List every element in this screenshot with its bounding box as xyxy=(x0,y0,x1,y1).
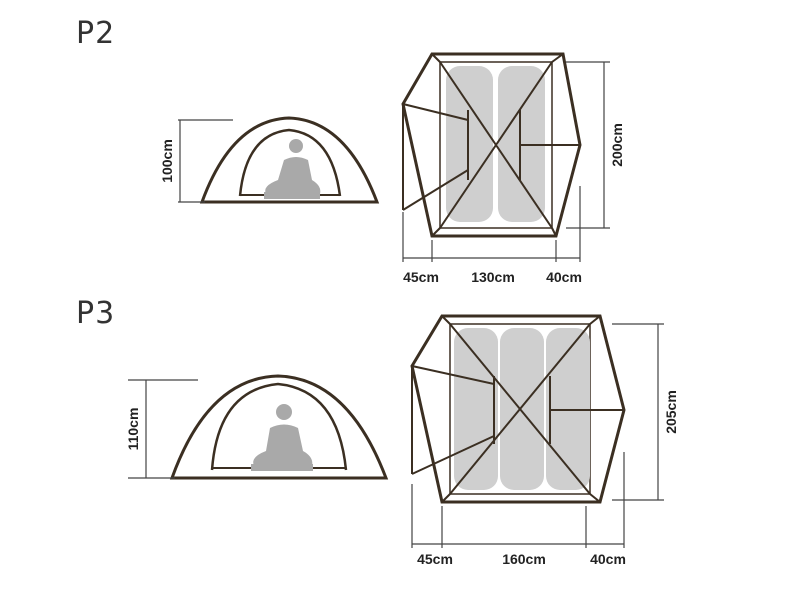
tent-spec-p3: P3 110cm xyxy=(0,296,800,592)
height-label: 100cm xyxy=(159,139,175,183)
vestibule-right-label: 40cm xyxy=(590,551,626,567)
tent-diagram-p2: 100cm 200cm xyxy=(159,52,625,285)
vestibule-left-label: 45cm xyxy=(417,551,453,567)
length-label: 200cm xyxy=(609,123,625,167)
tent-top-view: 200cm 45cm 130cm 40cm xyxy=(401,52,625,285)
sleeping-pad-1 xyxy=(446,66,493,222)
seated-person-icon xyxy=(251,404,313,471)
tent-spec-p2: P2 100cm xyxy=(76,16,625,285)
tent-model-title: P2 xyxy=(76,16,116,51)
sleeping-pad-1 xyxy=(454,328,498,490)
tent-side-view: 100cm xyxy=(159,116,380,204)
tent-diagram-p3: 110cm 205c xyxy=(125,314,679,567)
tent-side-view: 110cm xyxy=(125,374,389,480)
vestibule-right-label: 40cm xyxy=(546,269,582,285)
vestibule-left-label: 45cm xyxy=(403,269,439,285)
sleeping-pad-2 xyxy=(500,328,544,490)
tent-model-title: P3 xyxy=(76,296,116,331)
tent-top-view: 205cm 45cm 160cm 40cm xyxy=(410,314,679,567)
inner-width-label: 160cm xyxy=(502,551,546,567)
length-label: 205cm xyxy=(663,390,679,434)
height-label: 110cm xyxy=(125,408,141,451)
seated-person-icon xyxy=(264,139,321,199)
tent-door-arch xyxy=(210,382,348,471)
inner-width-label: 130cm xyxy=(471,269,515,285)
tent-door-arch xyxy=(238,128,342,197)
